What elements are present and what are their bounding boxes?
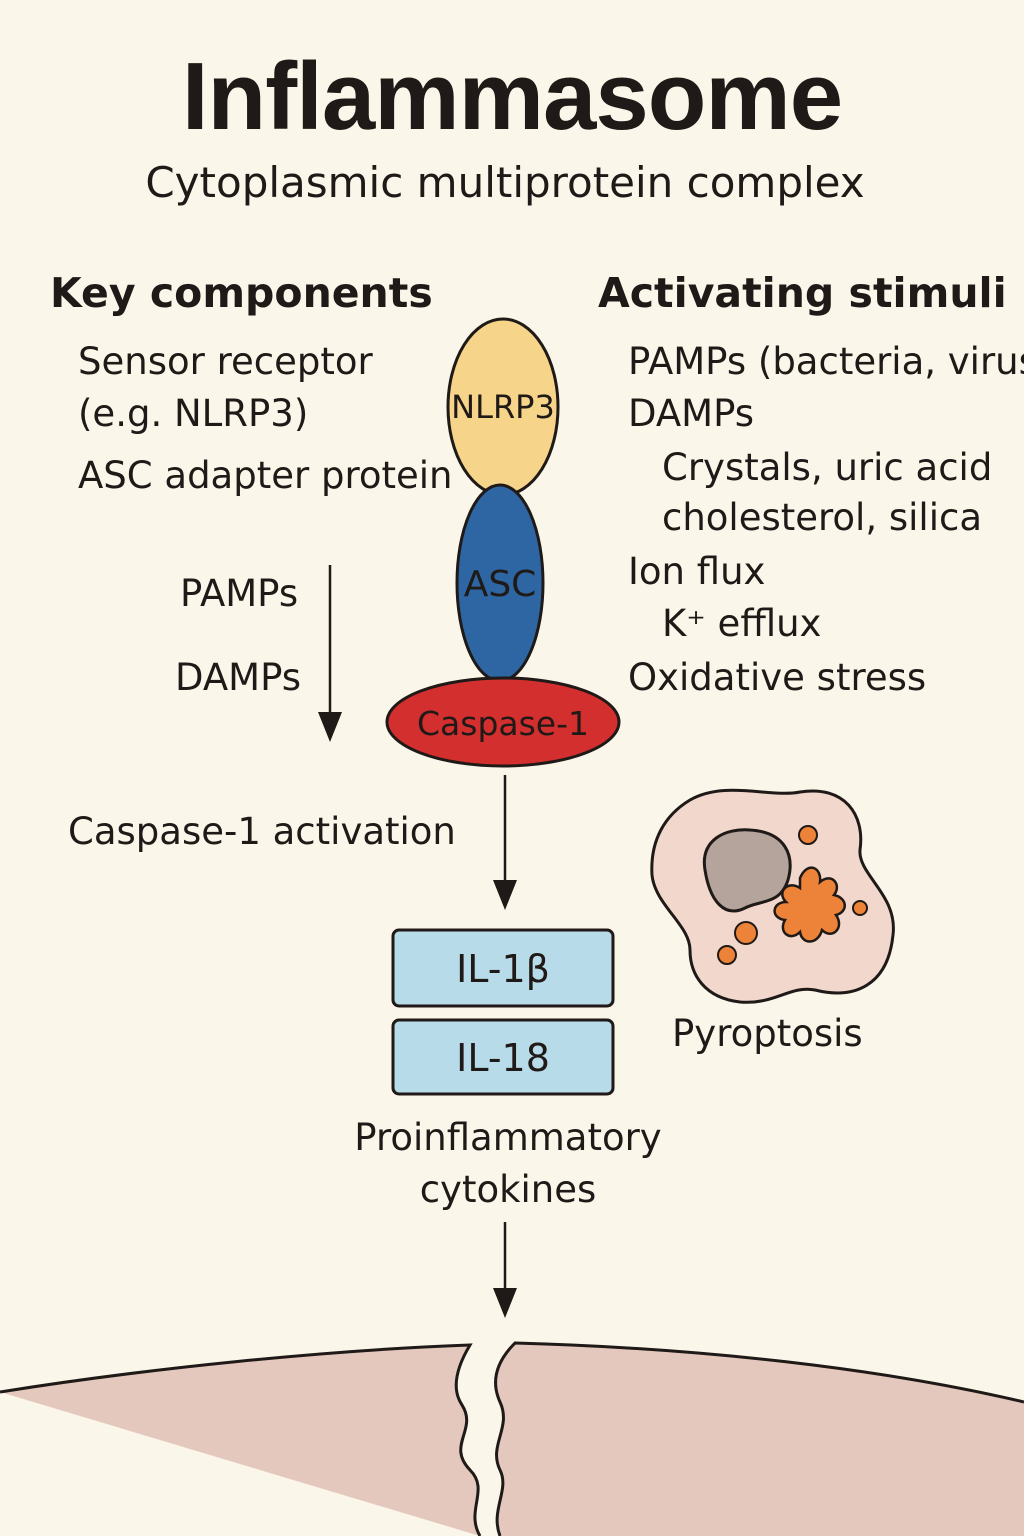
nlrp3-label: NLRP3 [451,388,555,426]
cytokines-label-line2: cytokines [419,1168,597,1211]
stimulus-ion-flux: Ion flux [628,550,766,593]
page-title: Inflammasome [181,43,843,150]
il-18-box [391,1018,615,1096]
cytokine-arrow-head [493,1288,517,1318]
signal-pamps-label: PAMPs [180,572,299,615]
signal-arrow-head [318,712,342,742]
cytokines-label-line1: Proinflammatory [354,1116,662,1159]
signal-damps-label: DAMPs [175,656,302,699]
stimulus-k-efflux: K⁺ efflux [662,602,822,645]
page-subtitle: Cytoplasmic multiprotein complex [145,158,865,207]
pyroptosis-label: Pyroptosis [672,1012,863,1055]
il-1b-box [391,928,615,1008]
caspase-1-protein [385,676,621,768]
key-component-sensor: Sensor receptor [78,340,373,383]
il-18-label: IL-18 [456,1036,550,1080]
caspase-1-label: Caspase-1 [417,704,589,743]
key-component-asc: ASC adapter protein [78,454,453,497]
il-1b-label: IL-1β [456,947,550,991]
tissue-surface [0,1341,1024,1536]
key-components-heading: Key components [50,269,433,317]
activating-stimuli-heading: Activating stimuli [598,269,1007,317]
asc-label: ASC [464,564,537,605]
pyroptotic-cell-icon [650,788,895,1004]
stimulus-crystals: Crystals, uric acid [662,446,993,489]
caspase-activation-label: Caspase-1 activation [68,810,456,853]
activation-arrow-head [493,880,517,910]
stimulus-oxidative-stress: Oxidative stress [628,656,927,699]
key-component-sensor-example: (e.g. NLRP3) [78,392,309,435]
stimulus-cholesterol: cholesterol, silica [662,496,982,539]
stimulus-damps: DAMPs [628,392,755,435]
stimulus-pamps: PAMPs (bacteria, virus) [628,340,1024,383]
